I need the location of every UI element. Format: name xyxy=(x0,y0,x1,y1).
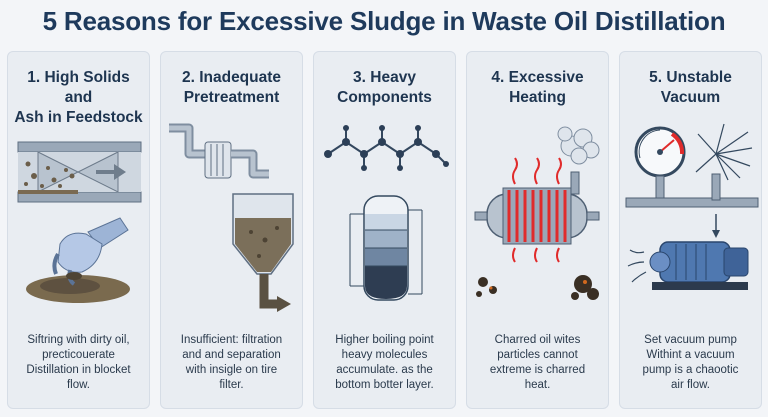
reason-card-1: 1. High Solids and Ash in Feedstock xyxy=(7,51,150,409)
card-text-line: accumulate. as the xyxy=(336,364,433,376)
card-description: Set vacuum pump Withint a vacuum pump is… xyxy=(624,333,757,393)
card-text-line: Insufficient: filtration xyxy=(180,334,283,346)
card-title: 4. Excessive Heating xyxy=(471,68,604,108)
card-description: Insufficient: filtration and and separat… xyxy=(165,333,298,393)
card-title: 2. Inadequate Pretreatment xyxy=(165,68,298,108)
card-title-line-2: Pretreatment xyxy=(183,89,280,106)
smoke-icon xyxy=(557,126,600,165)
filter-pipe-icon xyxy=(169,123,269,179)
card-title: 1. High Solids and Ash in Feedstock xyxy=(12,68,145,128)
reason-card-4: 4. Excessive Heating xyxy=(466,51,609,409)
card-text-line: Charred oil wites xyxy=(494,334,581,346)
card-text-line: bottom botter layer. xyxy=(335,379,434,391)
card-illustration xyxy=(17,141,142,303)
card-illustration xyxy=(324,125,449,301)
reason-cards: 1. High Solids and Ash in Feedstock xyxy=(7,51,762,409)
card-title-line-1: 1. High Solids and xyxy=(27,69,130,106)
card-text-line: flow. xyxy=(66,379,90,391)
gloved-hand-icon xyxy=(26,217,130,303)
card-title-line-1: 3. Heavy xyxy=(353,69,416,86)
card-title-line-1: 4. Excessive xyxy=(491,69,584,86)
card-text-line: pump is a chaootic xyxy=(642,364,739,376)
card-text-line: Siftring with dirty oil, xyxy=(27,334,130,346)
card-text-line: Withint a vacuum xyxy=(646,349,735,361)
card-text-line: filter. xyxy=(219,379,244,391)
card-title-line-2: Heating xyxy=(509,89,566,106)
reason-card-3: 3. Heavy Components xyxy=(313,51,456,409)
card-text-line: heat. xyxy=(524,379,551,391)
card-description: Higher boiling point heavy molecules acc… xyxy=(318,333,451,393)
card-title-line-2: Ash in Feedstock xyxy=(14,109,143,126)
card-title: 3. Heavy Components xyxy=(318,68,451,108)
card-text-line: heavy molecules xyxy=(341,349,428,361)
page-title: 5 Reasons for Excessive Sludge in Waste … xyxy=(42,6,726,36)
card-title: 5. Unstable Vacuum xyxy=(624,68,757,108)
card-description: Charred oil wites particles cannot extre… xyxy=(471,333,604,393)
chaotic-flow-arrows-icon xyxy=(695,123,753,181)
card-text-line: Distillation in blocket xyxy=(26,364,131,376)
char-particles-icon xyxy=(476,275,599,300)
card-title-line-1: 5. Unstable xyxy=(649,69,732,86)
reason-card-5: 5. Unstable Vacuum xyxy=(619,51,762,409)
card-illustration xyxy=(625,123,759,290)
molecule-chain-icon xyxy=(327,128,447,168)
settling-tank-icon xyxy=(232,193,294,312)
card-title-line-2: Vacuum xyxy=(660,89,721,106)
heat-exchanger-icon xyxy=(474,157,600,263)
distillation-column-icon xyxy=(349,195,423,301)
card-text-line: particles cannot xyxy=(497,349,578,361)
pressure-gauge-icon xyxy=(634,126,686,199)
card-text-line: Set vacuum pump xyxy=(644,334,737,346)
card-title-line-2: Components xyxy=(337,89,432,106)
card-illustration xyxy=(169,123,294,312)
vacuum-line-pipe xyxy=(625,173,759,238)
card-illustration xyxy=(474,126,600,300)
card-title-line-1: 2. Inadequate xyxy=(181,69,282,86)
vacuum-pump-icon xyxy=(627,241,749,290)
reason-card-2: 2. Inadequate Pretreatment xyxy=(160,51,303,409)
card-description: Siftring with dirty oil, precticouerate … xyxy=(12,333,145,393)
card-text-line: and and separation xyxy=(182,349,281,361)
card-text-line: with insigle on tire xyxy=(185,364,278,376)
card-text-line: precticouerate xyxy=(42,349,115,361)
card-text-line: Higher boiling point xyxy=(335,334,434,346)
card-text-line: extreme is charred xyxy=(489,364,586,376)
molecule-atoms xyxy=(324,125,449,171)
card-text-line: air flow. xyxy=(671,379,710,391)
clogged-pipe-icon xyxy=(17,141,142,203)
